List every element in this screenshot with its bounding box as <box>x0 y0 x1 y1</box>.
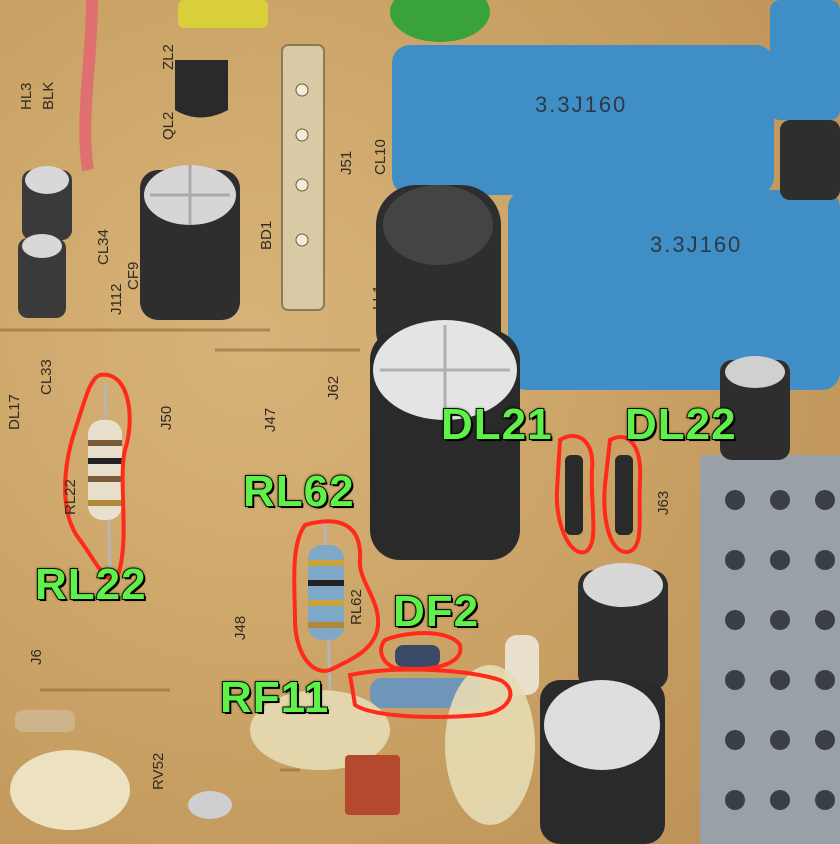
film-capacitor-bottom-marking: 3.3J160 <box>650 232 743 257</box>
silk-j112: J112 <box>108 283 125 315</box>
silk-cf9: CF9 <box>125 261 142 290</box>
green-capacitor <box>390 0 490 42</box>
silk-j62: J62 <box>325 375 342 400</box>
silk-rl22: RL22 <box>62 479 79 515</box>
silk-j63: J63 <box>655 490 672 515</box>
silk-cl10: CL10 <box>372 139 389 175</box>
highlight-rl62 <box>292 519 381 673</box>
silk-cl34: CL34 <box>95 229 112 265</box>
silk-blk: BLK <box>40 81 57 110</box>
silk-zl2: ZL2 <box>160 44 177 70</box>
silk-ll1: LL1 <box>370 284 387 310</box>
yellow-component <box>178 0 268 28</box>
silk-dl17: DL17 <box>6 394 23 430</box>
annotation-df2: DF2 <box>392 586 480 637</box>
silk-cl33: CL33 <box>38 359 55 395</box>
annotation-rl22: RL22 <box>34 559 147 610</box>
highlight-df2 <box>379 631 463 672</box>
silk-j48: J48 <box>232 615 249 640</box>
highlight-dl22 <box>602 434 643 554</box>
silk-hl3: HL3 <box>18 82 35 110</box>
annotation-rf11: RF11 <box>219 672 330 723</box>
highlight-outlines <box>63 372 643 719</box>
silk-j51: J51 <box>338 150 355 175</box>
highlight-rl22 <box>63 372 132 581</box>
silk-bd1: BD1 <box>258 220 275 250</box>
silk-rl62: RL62 <box>348 589 365 625</box>
silk-rv52: RV52 <box>150 752 167 790</box>
film-capacitor-top <box>392 45 774 195</box>
annotation-dl21: DL21 <box>440 399 553 450</box>
silk-j50: J50 <box>158 405 175 430</box>
annotation-rl62: RL62 <box>242 466 355 517</box>
resistor-rf11 <box>370 678 480 708</box>
annotation-dl22: DL22 <box>624 399 737 450</box>
heatsink <box>700 455 840 844</box>
diode-dl22 <box>615 455 633 535</box>
small-capacitors-left <box>18 166 72 318</box>
connector-j51 <box>281 44 325 311</box>
resistor-rl62 <box>308 519 344 691</box>
silk-j6: J6 <box>28 649 45 665</box>
transistor-ql2 <box>175 60 228 118</box>
resistor-rl22 <box>88 384 122 576</box>
diode-dl21 <box>565 455 583 535</box>
film-capacitor-bottom <box>508 190 840 390</box>
silk-ql2: QL2 <box>160 111 177 140</box>
silk-j47: J47 <box>262 407 279 432</box>
red-wire <box>79 0 98 171</box>
highlight-dl21 <box>554 434 596 555</box>
diode-df2 <box>395 645 440 667</box>
film-capacitor-top-marking: 3.3J160 <box>535 92 628 117</box>
